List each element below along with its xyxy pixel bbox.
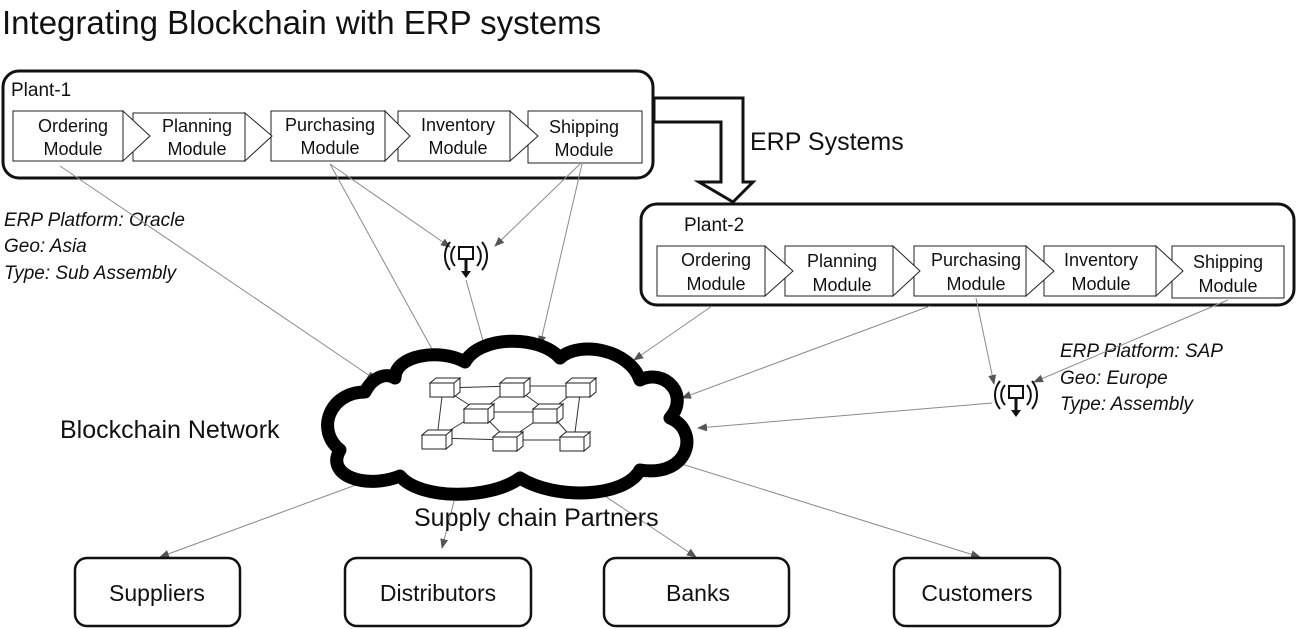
plant-1-geo: Geo: Asia bbox=[4, 236, 87, 257]
module-suffix: Module bbox=[946, 274, 1005, 294]
plant-2-module-planning: Planning Module bbox=[784, 245, 894, 297]
partner-label: Banks bbox=[666, 580, 730, 606]
module-suffix: Module bbox=[428, 138, 487, 158]
flow-chevron-icon bbox=[892, 244, 921, 298]
plant-2-geo: Geo: Europe bbox=[1060, 368, 1168, 389]
block-node-icon bbox=[498, 376, 532, 399]
module-name: Planning bbox=[162, 116, 232, 136]
module-name: Shipping bbox=[1193, 252, 1263, 272]
flow-chevron-icon bbox=[244, 111, 273, 163]
flow-chevron-icon bbox=[1025, 244, 1055, 298]
supply-chain-partners-label: Supply chain Partners bbox=[414, 504, 659, 532]
plant-2-container: Plant-2 Ordering Module Planning Module … bbox=[639, 202, 1296, 307]
plant-2-platform: ERP Platform: SAP bbox=[1060, 341, 1223, 362]
page-title: Integrating Blockchain with ERP systems bbox=[2, 4, 601, 41]
partner-suppliers: Suppliers bbox=[73, 556, 242, 628]
plant-2-metadata: ERP Platform: SAP Geo: Europe Type: Asse… bbox=[1060, 341, 1223, 415]
module-name: Purchasing bbox=[931, 250, 1021, 270]
blockchain-cloud bbox=[321, 334, 694, 501]
partner-label: Suppliers bbox=[109, 580, 205, 606]
plant-1-module-inventory: Inventory Module bbox=[397, 110, 511, 162]
plant-1-label: Plant-1 bbox=[11, 80, 71, 101]
antenna-icon bbox=[443, 241, 489, 278]
block-node-icon bbox=[558, 430, 592, 453]
plant-1-type: Type: Sub Assembly bbox=[4, 263, 178, 284]
module-suffix: Module bbox=[554, 140, 613, 160]
blockchain-network-label: Blockchain Network bbox=[60, 416, 280, 444]
block-node-icon bbox=[564, 376, 598, 399]
flow-chevron-icon bbox=[384, 109, 411, 163]
module-suffix: Module bbox=[812, 275, 871, 295]
module-suffix: Module bbox=[167, 139, 226, 159]
partner-distributors: Distributors bbox=[343, 556, 533, 628]
module-suffix: Module bbox=[43, 139, 102, 159]
module-name: Purchasing bbox=[285, 115, 375, 135]
partner-customers: Customers bbox=[892, 556, 1062, 628]
antenna-icon bbox=[993, 380, 1039, 417]
block-node-icon bbox=[531, 402, 565, 425]
flow-chevron-icon bbox=[509, 109, 539, 163]
module-name: Shipping bbox=[549, 117, 619, 137]
plant-2-label: Plant-2 bbox=[684, 215, 744, 236]
partner-label: Distributors bbox=[380, 580, 496, 606]
plant-2-module-ordering: Ordering Module bbox=[656, 245, 766, 297]
module-suffix: Module bbox=[300, 138, 359, 158]
block-node-icon bbox=[462, 402, 496, 425]
module-suffix: Module bbox=[1071, 274, 1130, 294]
plant-1-module-purchasing: Purchasing Module bbox=[270, 110, 386, 162]
block-node-icon bbox=[420, 428, 454, 451]
erp-systems-arrow bbox=[652, 96, 757, 204]
flow-chevron-icon bbox=[122, 109, 151, 163]
module-name: Ordering bbox=[38, 116, 108, 136]
plant-2-module-shipping: Shipping Module bbox=[1171, 245, 1285, 299]
plant-1-module-ordering: Ordering Module bbox=[12, 110, 124, 162]
flow-chevron-icon bbox=[764, 244, 794, 298]
flow-chevron-icon bbox=[1155, 244, 1184, 298]
module-name: Ordering bbox=[681, 250, 751, 270]
plant-1-module-shipping: Shipping Module bbox=[527, 110, 643, 164]
module-name: Planning bbox=[807, 251, 877, 271]
block-node-icon bbox=[428, 376, 462, 399]
plant-2-type: Type: Assembly bbox=[1060, 394, 1195, 415]
module-suffix: Module bbox=[1198, 276, 1257, 296]
module-name: Inventory bbox=[421, 115, 495, 135]
plant-1-metadata: ERP Platform: Oracle Geo: Asia Type: Sub… bbox=[4, 210, 185, 284]
module-suffix: Module bbox=[686, 274, 745, 294]
plant-1-platform: ERP Platform: Oracle bbox=[4, 210, 185, 231]
block-node-icon bbox=[491, 430, 525, 453]
erp-systems-label: ERP Systems bbox=[750, 128, 904, 156]
connector-lines bbox=[59, 163, 1229, 559]
plant-2-module-purchasing: Purchasing Module bbox=[913, 245, 1027, 297]
plant-1-container: Plant-1 Ordering Module Planning Module … bbox=[1, 69, 655, 180]
plant-2-module-inventory: Inventory Module bbox=[1043, 245, 1157, 297]
partner-label: Customers bbox=[921, 580, 1032, 606]
module-name: Inventory bbox=[1064, 250, 1138, 270]
partner-banks: Banks bbox=[602, 556, 791, 628]
plant-1-module-planning: Planning Module bbox=[132, 112, 246, 162]
